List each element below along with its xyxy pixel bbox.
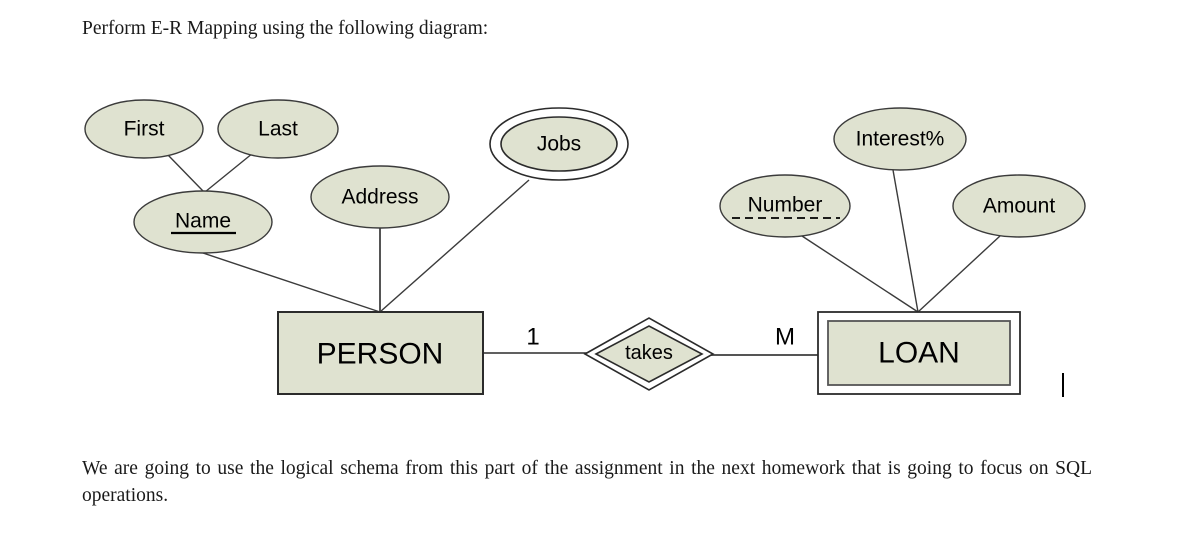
entity-person-label: PERSON [317,338,444,371]
connector-amount-to-loan [917,235,1001,313]
attribute-interest-ellipse [833,107,967,171]
cardinality-label-one: 1 [526,324,539,351]
attribute-name[interactable]: Name [133,190,273,254]
relationship-takes-inner-diamond [594,325,704,383]
prompt-text: Perform E-R Mapping using the following … [82,18,489,39]
attribute-amount-ellipse [952,174,1086,238]
attribute-amount-label: Amount [983,195,1056,218]
connector-name-to-person [202,252,381,313]
attribute-first-label: First [124,118,165,141]
attribute-address[interactable]: Address [310,165,450,229]
attribute-last-ellipse [217,99,339,159]
attribute-address-ellipse [310,165,450,229]
attribute-first[interactable]: First [84,99,204,159]
connector-lines [167,152,1001,356]
connector-last-to-name [204,152,254,193]
relationship-takes[interactable]: takes [583,317,715,391]
attribute-last[interactable]: Last [217,99,339,159]
attribute-address-label: Address [341,186,418,209]
relationship-takes-outer-diamond [583,317,715,391]
cardinality-label-many: M [775,324,795,351]
attribute-jobs-outer-ellipse [489,107,629,181]
entity-loan-outer-box [817,311,1021,395]
attribute-number-label: Number [748,194,823,217]
attribute-name-ellipse [133,190,273,254]
entity-person-box [277,311,484,395]
attribute-number-ellipse [719,174,851,238]
attribute-interest-label: Interest% [856,128,945,151]
entity-person[interactable]: PERSON [277,311,484,395]
attribute-jobs-label: Jobs [537,133,581,156]
attribute-last-label: Last [258,118,298,141]
connector-interest-to-loan [892,169,919,313]
connector-jobs-to-person [379,179,530,313]
attribute-jobs[interactable]: Jobs [489,107,629,181]
attribute-number[interactable]: Number [719,174,851,238]
attribute-interest[interactable]: Interest% [833,107,967,171]
relationship-takes-label: takes [625,342,673,364]
closing-paragraph: We are going to use the logical schema f… [82,458,1092,506]
entity-loan-label: LOAN [878,337,960,370]
attribute-jobs-inner-ellipse [500,116,618,172]
attribute-name-label: Name [175,210,231,233]
attribute-first-ellipse [84,99,204,159]
attribute-amount[interactable]: Amount [952,174,1086,238]
entity-loan-inner-box [827,320,1011,386]
connector-number-to-loan [801,235,919,313]
entity-loan[interactable]: LOAN [817,311,1021,395]
connector-first-to-name [167,154,204,192]
